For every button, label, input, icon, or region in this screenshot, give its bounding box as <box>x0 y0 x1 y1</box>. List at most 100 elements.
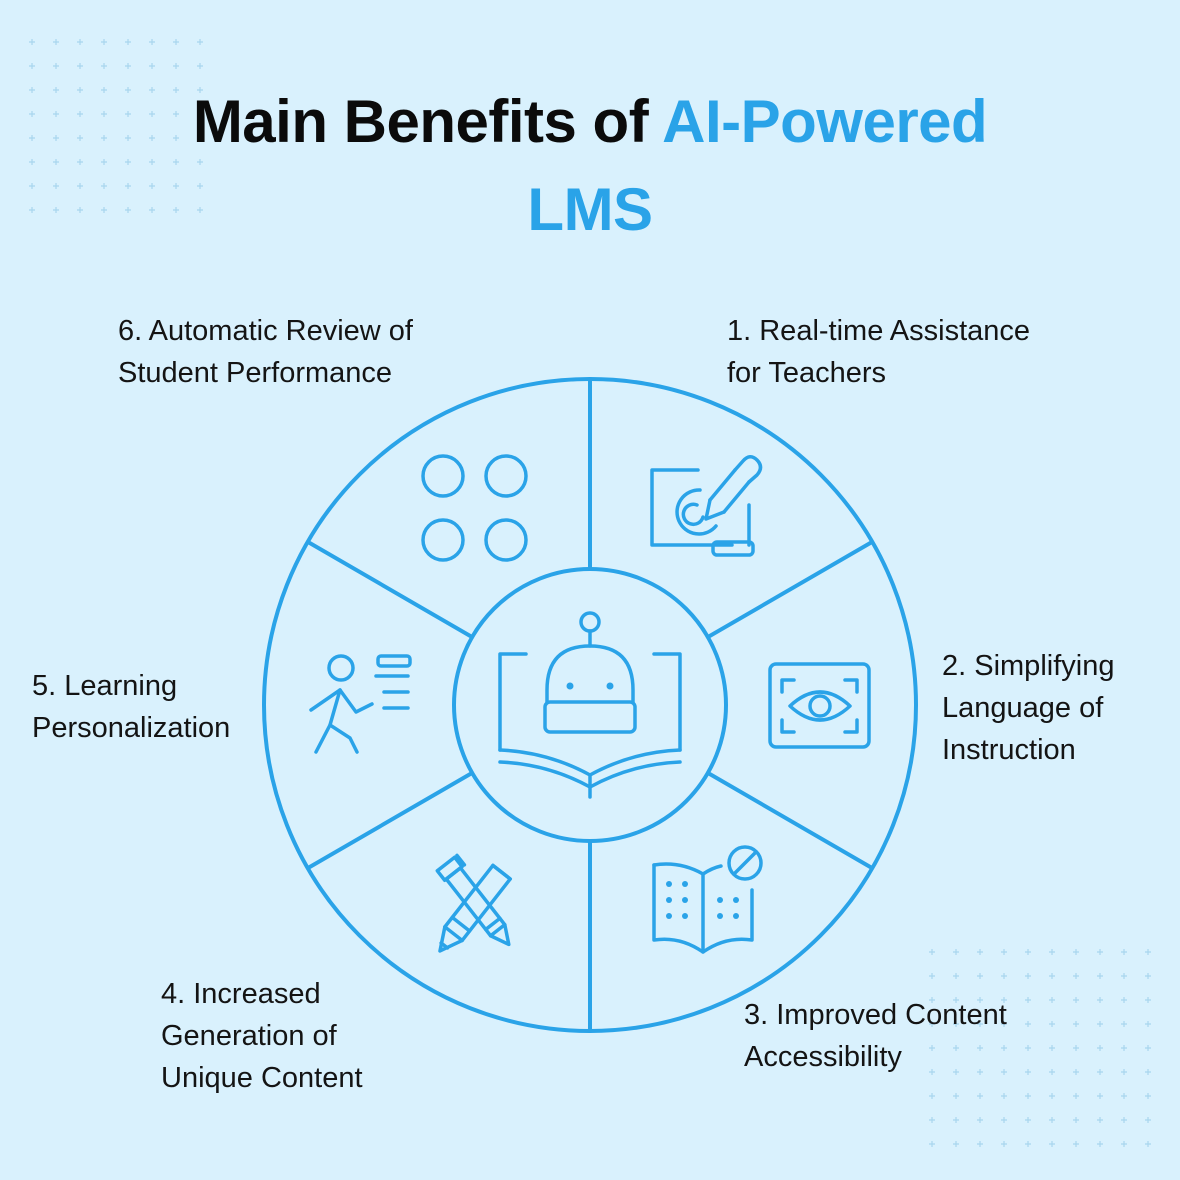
four-circles-grid-icon <box>421 454 528 562</box>
plus-mark <box>953 1093 959 1099</box>
plus-mark <box>1097 1021 1103 1027</box>
running-person-icon <box>309 654 412 754</box>
benefit-label-4: 4. Increased Generation of Unique Conten… <box>161 978 363 1094</box>
plus-mark <box>149 207 155 213</box>
plus-mark <box>101 63 107 69</box>
plus-mark <box>1145 1117 1151 1123</box>
plus-mark <box>173 63 179 69</box>
plus-mark <box>977 1069 983 1075</box>
plus-mark <box>929 1141 935 1147</box>
plus-mark <box>977 1045 983 1051</box>
plus-mark <box>77 39 83 45</box>
plus-mark <box>101 183 107 189</box>
plus-mark <box>125 63 131 69</box>
plus-mark <box>29 135 35 141</box>
plus-mark <box>53 183 59 189</box>
title-main: Main Benefits of <box>192 88 649 155</box>
plus-mark <box>101 207 107 213</box>
plus-mark <box>29 111 35 117</box>
decorative-plus-pattern-top-left <box>29 39 203 213</box>
plus-mark <box>1073 1117 1079 1123</box>
plus-mark <box>929 1045 935 1051</box>
plus-mark <box>125 183 131 189</box>
plus-mark <box>101 39 107 45</box>
plus-mark <box>1049 949 1055 955</box>
plus-mark <box>1001 949 1007 955</box>
plus-mark <box>929 997 935 1003</box>
plus-mark <box>53 135 59 141</box>
plus-mark <box>197 63 203 69</box>
plus-mark <box>77 207 83 213</box>
plus-mark <box>1073 1069 1079 1075</box>
plus-mark <box>1025 973 1031 979</box>
plus-mark <box>77 135 83 141</box>
plus-mark <box>1073 1093 1079 1099</box>
plus-mark <box>1049 1069 1055 1075</box>
plus-mark <box>197 39 203 45</box>
plus-mark <box>953 1141 959 1147</box>
plus-mark <box>1121 1069 1127 1075</box>
plus-mark <box>149 111 155 117</box>
plus-mark <box>1097 1117 1103 1123</box>
plus-mark <box>1121 1141 1127 1147</box>
plus-mark <box>1049 973 1055 979</box>
plus-mark <box>173 159 179 165</box>
plus-mark <box>149 39 155 45</box>
plus-mark <box>977 949 983 955</box>
plus-mark <box>953 949 959 955</box>
plus-mark <box>953 1117 959 1123</box>
plus-mark <box>29 159 35 165</box>
plus-mark <box>173 135 179 141</box>
plus-mark <box>977 1141 983 1147</box>
plus-mark <box>1145 997 1151 1003</box>
plus-mark <box>1073 997 1079 1003</box>
plus-mark <box>1097 949 1103 955</box>
plus-mark <box>29 87 35 93</box>
plus-mark <box>1001 973 1007 979</box>
plus-mark <box>125 207 131 213</box>
plus-mark <box>125 111 131 117</box>
benefit-label-1: 1. Real-time Assistance for Teachers <box>727 315 1031 389</box>
plus-mark <box>1121 1045 1127 1051</box>
plus-mark <box>1025 997 1031 1003</box>
plus-mark <box>953 1069 959 1075</box>
eye-scan-icon <box>768 662 871 749</box>
plus-mark <box>1025 1069 1031 1075</box>
benefit-label-6: 6. Automatic Review of Student Performan… <box>118 315 413 389</box>
plus-mark <box>1049 997 1055 1003</box>
plus-mark <box>1097 997 1103 1003</box>
plus-mark <box>929 1117 935 1123</box>
plus-mark <box>1097 1069 1103 1075</box>
plus-mark <box>1025 1117 1031 1123</box>
plus-mark <box>1049 1141 1055 1147</box>
plus-mark <box>1049 1093 1055 1099</box>
wheel-dividers <box>306 377 874 1033</box>
plus-mark <box>1121 1093 1127 1099</box>
wheel-hub <box>452 567 728 843</box>
plus-mark <box>1121 973 1127 979</box>
plus-mark <box>1001 1021 1007 1027</box>
plus-mark <box>1121 1021 1127 1027</box>
plus-mark <box>1145 1093 1151 1099</box>
plus-mark <box>1145 949 1151 955</box>
plus-mark <box>173 183 179 189</box>
plus-mark <box>1073 949 1079 955</box>
robot-book-icon <box>498 611 682 799</box>
plus-mark <box>197 207 203 213</box>
plus-mark <box>1097 973 1103 979</box>
plus-mark <box>1073 973 1079 979</box>
plus-mark <box>197 87 203 93</box>
plus-mark <box>101 159 107 165</box>
plus-mark <box>1049 1045 1055 1051</box>
plus-mark <box>929 1021 935 1027</box>
plus-mark <box>1121 1117 1127 1123</box>
plus-mark <box>1025 1045 1031 1051</box>
plus-mark <box>977 1021 983 1027</box>
plus-mark <box>929 1069 935 1075</box>
page-title: Main Benefits of AI-Powered LMS <box>0 78 1180 254</box>
plus-mark <box>1145 1141 1151 1147</box>
plus-mark <box>173 207 179 213</box>
benefit-label-3: 3. Improved Content Accessibility <box>744 999 1007 1073</box>
plus-mark <box>1097 1093 1103 1099</box>
plus-mark <box>929 973 935 979</box>
